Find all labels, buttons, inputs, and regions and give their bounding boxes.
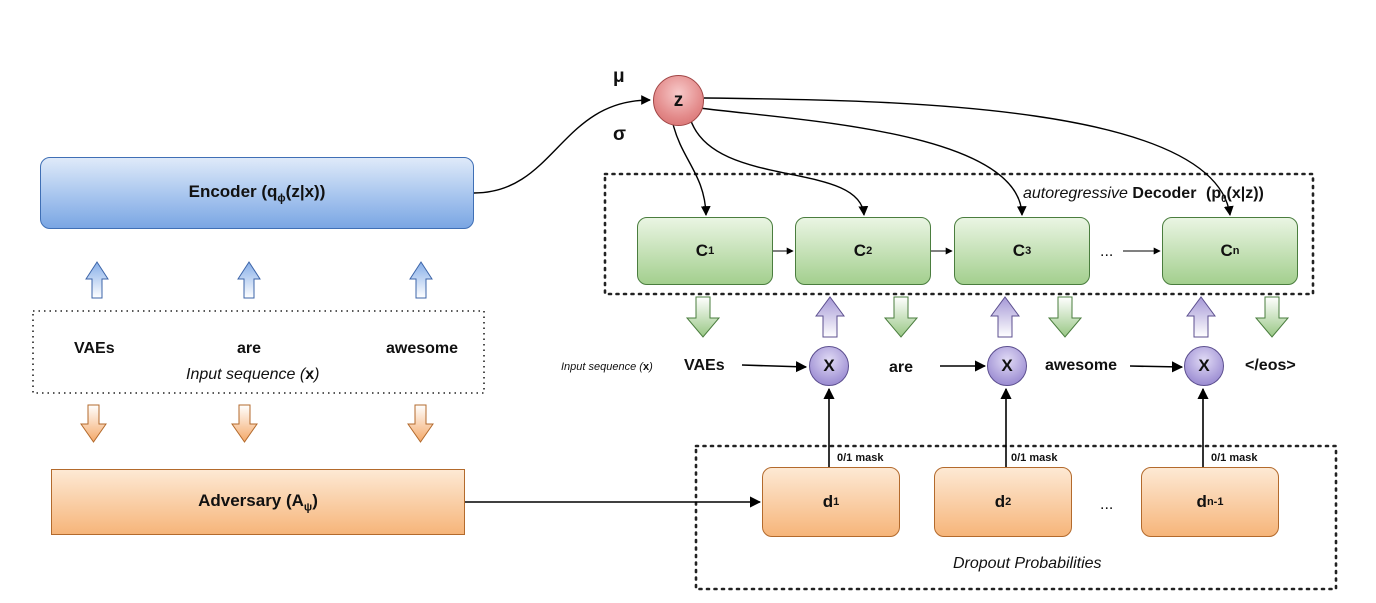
- decoder-box: [603, 172, 1315, 296]
- input-to-encoder-arrows: [85, 261, 433, 299]
- mask-label-1: 0/1 mask: [837, 452, 884, 464]
- dropout-box: [694, 444, 1338, 591]
- decoder-token-vaes: VAEs: [684, 357, 725, 374]
- mask-multiply-node-3: X: [1184, 346, 1224, 386]
- mask-multiply-node-2: X: [987, 346, 1027, 386]
- decoder-token-are: are: [889, 359, 914, 376]
- latent-z-node: z: [653, 75, 704, 126]
- mask-label-3: 0/1 mask: [1211, 452, 1258, 464]
- z-to-c1-arrow: [672, 123, 711, 216]
- decoder-token-eos: </eos>: [1245, 357, 1296, 374]
- input-word-are: are: [237, 340, 262, 357]
- input-word-vaes: VAEs: [74, 340, 115, 357]
- encoder-box: Encoder (qϕ(z|x)): [40, 157, 474, 229]
- encoder-to-z-arrow: [473, 95, 651, 194]
- decoder-title: autoregressive Decoder: [1023, 185, 1197, 202]
- masked-input-arrows: [815, 296, 1216, 338]
- vaes-to-x1-arrow: [741, 361, 808, 373]
- encoder-label: Encoder (qϕ(z|x)): [188, 181, 326, 205]
- input-word-awesome: awesome: [386, 340, 459, 357]
- awesome-to-x3-arrow: [1129, 361, 1184, 373]
- z-to-cn-arrow: [703, 97, 1234, 216]
- input-sequence-box: [32, 310, 485, 394]
- input-sequence-caption: Input sequence (x): [186, 366, 320, 383]
- adversary-box: Adversary (Aψ): [51, 469, 465, 535]
- z-to-c2-arrow: [689, 117, 869, 216]
- sigma-label: σ: [613, 124, 626, 145]
- z-to-c3-arrow: [699, 107, 1027, 216]
- decoder-input-caption: Input sequence (x): [561, 361, 653, 373]
- mask-multiply-node-1: X: [809, 346, 849, 386]
- decoder-formula: (pθ(x|z)): [1206, 185, 1264, 206]
- mask-label-2: 0/1 mask: [1011, 452, 1058, 464]
- dropout-caption: Dropout Probabilities: [953, 555, 1102, 572]
- decoder-token-awesome: awesome: [1045, 357, 1118, 374]
- input-to-adversary-arrows: [80, 404, 434, 443]
- dropout-ellipsis: ...: [1100, 496, 1114, 513]
- mu-label: μ: [613, 66, 625, 87]
- adversary-label: Adversary (Aψ): [198, 490, 318, 514]
- cell-output-arrows: [685, 296, 1290, 338]
- decoder-ellipsis: ...: [1100, 243, 1114, 260]
